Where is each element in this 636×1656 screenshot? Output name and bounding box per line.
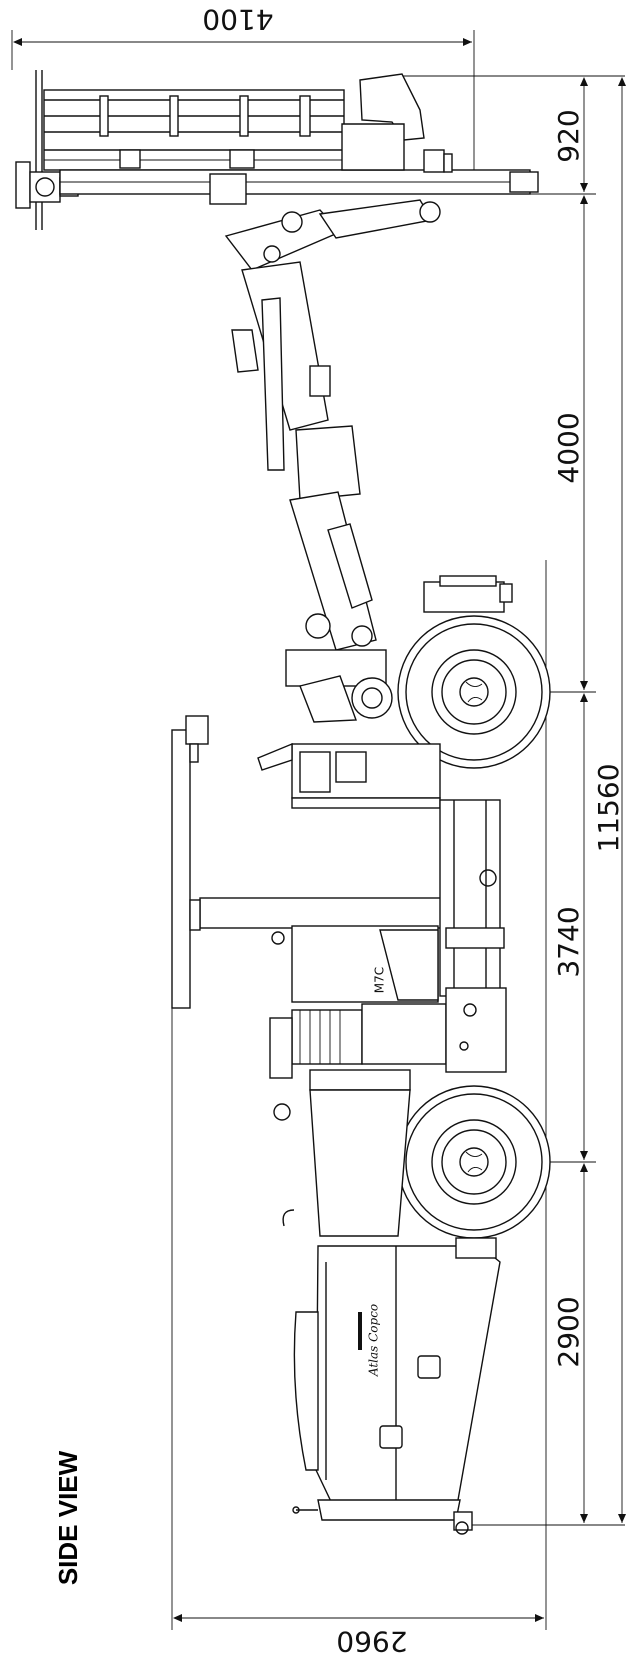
feed-beam <box>15 70 539 230</box>
dim-boom-label: 4000 <box>552 412 585 483</box>
dim-total-length-label: 11560 <box>592 763 625 852</box>
rear-carrier: Atlas Copco <box>273 1069 501 1535</box>
dimension-vertical-chain: 920 4000 3740 2900 11560 <box>390 75 626 1526</box>
dim-top-width-label: 4100 <box>202 3 273 36</box>
engine-block <box>269 987 507 1079</box>
dim-bottom-width-label: 2960 <box>336 1625 407 1656</box>
brand-label: Atlas Copco <box>367 1304 381 1377</box>
boom-arm <box>224 199 441 723</box>
front-wheel <box>397 575 551 769</box>
dim-wheelbase-label: 3740 <box>552 906 585 977</box>
rear-wheel <box>397 1085 551 1239</box>
view-title: SIDE VIEW <box>53 1450 83 1585</box>
dimension-top-width: 4100 <box>11 3 475 180</box>
center-section: M7C <box>171 715 505 1009</box>
dimension-bottom-width: 2960 <box>171 560 547 1656</box>
dim-rear-label: 2900 <box>552 1296 585 1367</box>
model-label: M7C <box>373 967 387 993</box>
dim-boom-tip-label: 920 <box>552 109 585 162</box>
